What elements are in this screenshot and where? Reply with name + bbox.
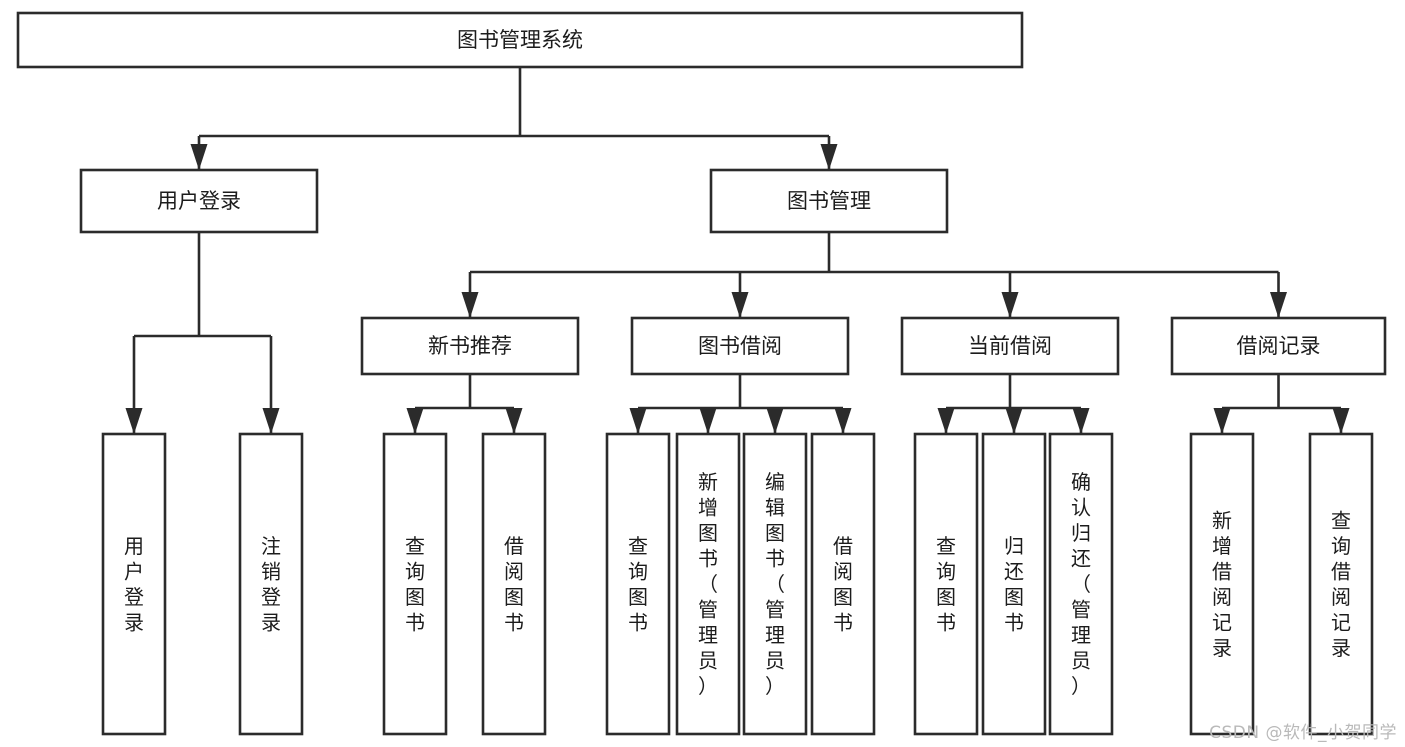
node-box[interactable] — [709, 168, 949, 234]
node-box[interactable] — [238, 432, 304, 736]
arrow-head-icon — [406, 408, 424, 434]
arrow-head-icon — [834, 408, 852, 434]
node-label: 编辑图书（管理员） — [765, 470, 785, 698]
node-label: 当前借阅 — [968, 334, 1052, 358]
node-label: 查询借阅记录 — [1331, 508, 1351, 660]
node-new-book-recommend[interactable]: 新书推荐 — [360, 316, 580, 376]
node-label: 用户登录 — [124, 533, 144, 634]
node-leaf-query-book-2[interactable]: 查询图书 — [605, 432, 671, 736]
node-leaf-borrow-book-1[interactable]: 借阅图书 — [481, 432, 547, 736]
arrow-head-icon — [1332, 408, 1350, 434]
node-label: 新增借阅记录 — [1212, 508, 1232, 660]
node-box[interactable] — [630, 316, 850, 376]
node-box[interactable] — [79, 168, 319, 234]
edge-group-recommend-to-leaves — [406, 374, 523, 434]
node-box[interactable] — [810, 432, 876, 736]
edge-group-current-to-leaves — [937, 374, 1090, 434]
csdn-watermark: CSDN @软件_小贺同学 — [1209, 723, 1397, 743]
node-leaf-user-login[interactable]: 用户登录 — [101, 432, 167, 736]
arrow-head-icon — [461, 292, 479, 318]
node-box[interactable] — [360, 316, 580, 376]
arrow-head-icon — [766, 408, 784, 434]
arrow-head-icon — [505, 408, 523, 434]
node-user-login[interactable]: 用户登录 — [79, 168, 319, 234]
node-leaf-query-record[interactable]: 查询借阅记录 — [1308, 432, 1374, 736]
node-box[interactable] — [1170, 316, 1387, 376]
arrow-head-icon — [262, 408, 280, 434]
node-layer: 图书管理系统用户登录图书管理新书推荐图书借阅当前借阅借阅记录用户登录注销登录查询… — [16, 11, 1387, 736]
node-book-manage[interactable]: 图书管理 — [709, 168, 949, 234]
arrow-head-icon — [1270, 292, 1287, 318]
arrow-head-icon — [1072, 408, 1090, 434]
arrow-head-icon — [1001, 292, 1019, 318]
node-root[interactable]: 图书管理系统 — [16, 11, 1024, 69]
node-box[interactable] — [101, 432, 167, 736]
node-box[interactable] — [900, 316, 1120, 376]
node-label: 图书借阅 — [698, 334, 782, 358]
node-leaf-query-book-1[interactable]: 查询图书 — [382, 432, 448, 736]
node-box[interactable] — [16, 11, 1024, 69]
node-leaf-edit-book[interactable]: 编辑图书（管理员） — [742, 432, 808, 736]
node-box[interactable] — [1189, 432, 1255, 736]
node-label: 图书管理系统 — [457, 28, 583, 52]
arrow-head-icon — [125, 408, 143, 434]
node-leaf-confirm-return[interactable]: 确认归还（管理员） — [1048, 432, 1114, 736]
node-current-borrow[interactable]: 当前借阅 — [900, 316, 1120, 376]
node-borrow-record[interactable]: 借阅记录 — [1170, 316, 1387, 376]
node-label: 新书推荐 — [428, 334, 512, 358]
arrow-head-icon — [937, 408, 955, 434]
node-label: 注销登录 — [261, 533, 281, 634]
node-label: 借阅记录 — [1237, 334, 1321, 358]
node-box[interactable] — [605, 432, 671, 736]
node-box[interactable] — [382, 432, 448, 736]
edge-group-root-to-level2 — [190, 67, 838, 170]
node-leaf-add-record[interactable]: 新增借阅记录 — [1189, 432, 1255, 736]
node-box[interactable] — [913, 432, 979, 736]
node-leaf-borrow-book-2[interactable]: 借阅图书 — [810, 432, 876, 736]
arrow-head-icon — [1213, 408, 1231, 434]
node-leaf-query-book-3[interactable]: 查询图书 — [913, 432, 979, 736]
node-label: 确认归还（管理员） — [1071, 470, 1091, 698]
arrow-head-icon — [629, 408, 647, 434]
node-box[interactable] — [742, 432, 808, 736]
node-leaf-user-logout[interactable]: 注销登录 — [238, 432, 304, 736]
node-box[interactable] — [1048, 432, 1114, 736]
node-label: 图书管理 — [787, 189, 871, 213]
edge-group-record-to-leaves — [1213, 374, 1350, 434]
node-leaf-add-book[interactable]: 新增图书（管理员） — [675, 432, 741, 736]
edge-group-userlogin-to-leaves — [125, 232, 280, 434]
node-label: 借阅图书 — [504, 533, 524, 634]
node-label: 借阅图书 — [833, 533, 853, 634]
arrow-head-icon — [820, 144, 838, 170]
arrow-head-icon — [731, 292, 749, 318]
arrow-head-icon — [1005, 408, 1023, 434]
node-box[interactable] — [481, 432, 547, 736]
node-book-borrow[interactable]: 图书借阅 — [630, 316, 850, 376]
node-label: 查询图书 — [628, 533, 648, 634]
node-label: 用户登录 — [157, 189, 241, 213]
edge-group-borrow-to-leaves — [629, 374, 852, 434]
node-label: 新增图书（管理员） — [698, 470, 718, 698]
node-label: 归还图书 — [1004, 533, 1024, 634]
node-box[interactable] — [675, 432, 741, 736]
edge-group-bookmanage-to-level3 — [461, 232, 1287, 318]
connector-layer — [125, 67, 1350, 434]
arrow-head-icon — [190, 144, 208, 170]
node-box[interactable] — [1308, 432, 1374, 736]
node-box[interactable] — [981, 432, 1047, 736]
node-label: 查询图书 — [936, 533, 956, 634]
node-label: 查询图书 — [405, 533, 425, 634]
arrow-head-icon — [699, 408, 717, 434]
node-leaf-return-book[interactable]: 归还图书 — [981, 432, 1047, 736]
